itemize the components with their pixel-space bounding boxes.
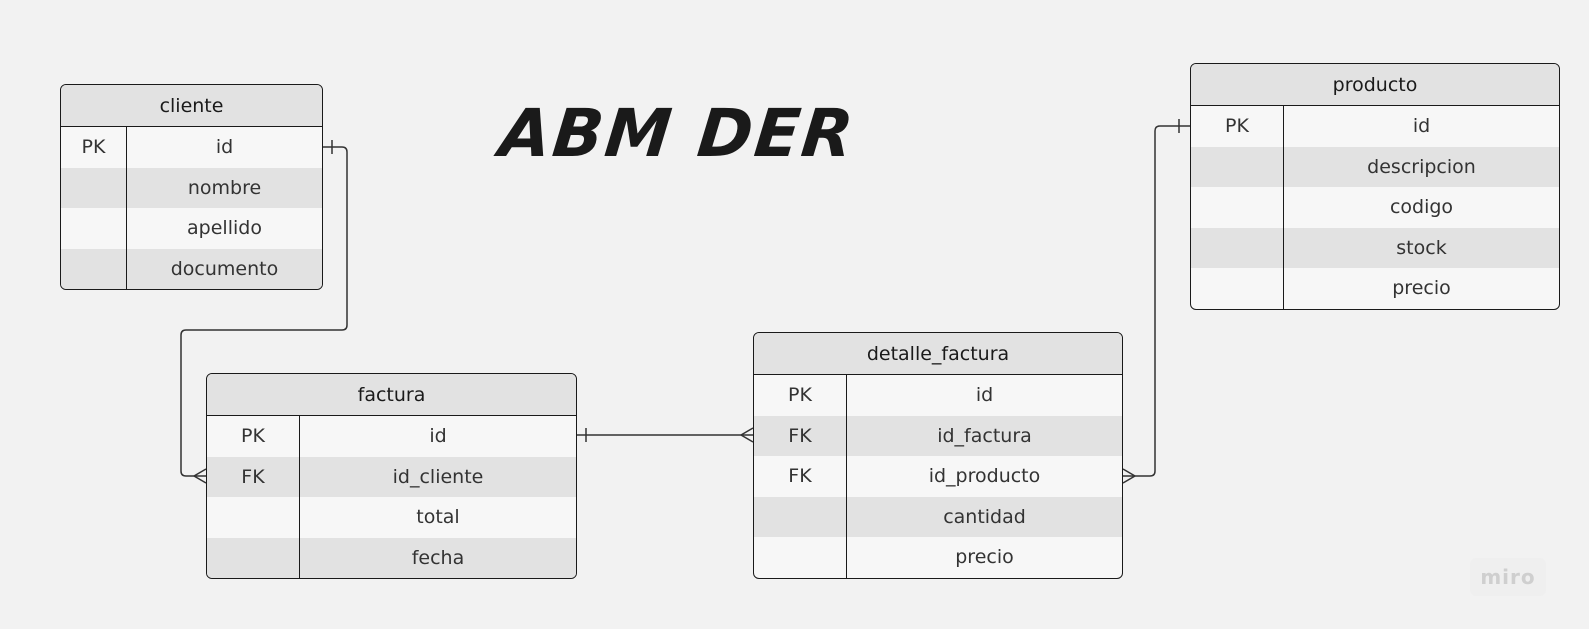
key-cell xyxy=(754,496,847,537)
field-cell: precio xyxy=(1392,277,1451,299)
table-row: descripcion xyxy=(1191,146,1559,187)
field-cell: id_factura xyxy=(937,424,1032,447)
key-cell: FK xyxy=(754,415,847,456)
field-cell: cantidad xyxy=(943,505,1026,528)
key-cell: PK xyxy=(207,416,300,457)
table-row: precio xyxy=(1191,268,1559,309)
table-row: nombre xyxy=(61,167,322,208)
entity-factura[interactable]: factura PK id FK id_cliente total fecha xyxy=(206,373,577,579)
table-row: codigo xyxy=(1191,187,1559,228)
entity-detalle-factura[interactable]: detalle_factura PK id FK id_factura FK i… xyxy=(753,332,1123,579)
many-marker-factura xyxy=(193,468,207,484)
table-row: stock xyxy=(1191,227,1559,268)
table-row: FK id_producto xyxy=(754,456,1122,497)
table-row: FK id_factura xyxy=(754,415,1122,456)
key-cell xyxy=(1191,187,1284,228)
key-cell xyxy=(1191,268,1284,309)
key-cell xyxy=(754,537,847,578)
key-cell xyxy=(61,248,127,289)
key-cell xyxy=(1191,146,1284,187)
table-row: PK id xyxy=(1191,106,1559,147)
table-row: documento xyxy=(61,248,322,289)
key-cell: PK xyxy=(61,127,127,168)
key-cell: FK xyxy=(207,456,300,497)
table-row: apellido xyxy=(61,208,322,249)
many-marker-detalle xyxy=(740,427,754,443)
field-cell: id xyxy=(975,384,994,406)
field-cell: id xyxy=(429,425,447,447)
key-cell: PK xyxy=(1191,106,1284,147)
entity-header: factura xyxy=(207,374,576,416)
key-cell xyxy=(61,167,127,208)
key-cell xyxy=(207,537,300,578)
field-cell: nombre xyxy=(187,176,262,199)
connector-producto-detalle xyxy=(1123,125,1190,477)
entity-header: detalle_factura xyxy=(754,333,1122,375)
entity-producto[interactable]: producto PK id descripcion codigo stock … xyxy=(1190,63,1560,310)
miro-watermark: miro xyxy=(1470,558,1546,596)
table-row: PK id xyxy=(207,416,576,457)
field-cell: id_producto xyxy=(928,465,1041,487)
field-cell: documento xyxy=(170,257,279,280)
entity-header: producto xyxy=(1191,64,1559,106)
field-cell: id_cliente xyxy=(392,465,484,488)
many-marker-detalle-producto xyxy=(1122,468,1136,484)
key-cell xyxy=(1191,227,1284,268)
entity-header: cliente xyxy=(61,85,322,127)
field-cell: total xyxy=(416,506,460,528)
field-cell: id xyxy=(1412,115,1431,137)
key-cell: FK xyxy=(754,456,847,497)
table-row: PK id xyxy=(61,127,322,168)
field-cell: stock xyxy=(1396,236,1447,259)
entity-cliente[interactable]: cliente PK id nombre apellido documento xyxy=(60,84,323,290)
field-cell: codigo xyxy=(1389,196,1454,218)
table-row: FK id_cliente xyxy=(207,456,576,497)
field-cell: precio xyxy=(955,546,1014,568)
field-cell: fecha xyxy=(411,546,465,569)
field-cell: apellido xyxy=(187,217,262,239)
table-row: fecha xyxy=(207,537,576,578)
table-row: PK id xyxy=(754,375,1122,416)
table-row: precio xyxy=(754,537,1122,578)
field-cell: descripcion xyxy=(1367,155,1476,178)
key-cell: PK xyxy=(754,375,847,416)
connector-cliente-factura xyxy=(180,146,348,477)
key-cell xyxy=(207,497,300,538)
table-row: cantidad xyxy=(754,496,1122,537)
field-cell: id xyxy=(215,136,234,158)
key-cell xyxy=(61,208,127,249)
table-row: total xyxy=(207,497,576,538)
